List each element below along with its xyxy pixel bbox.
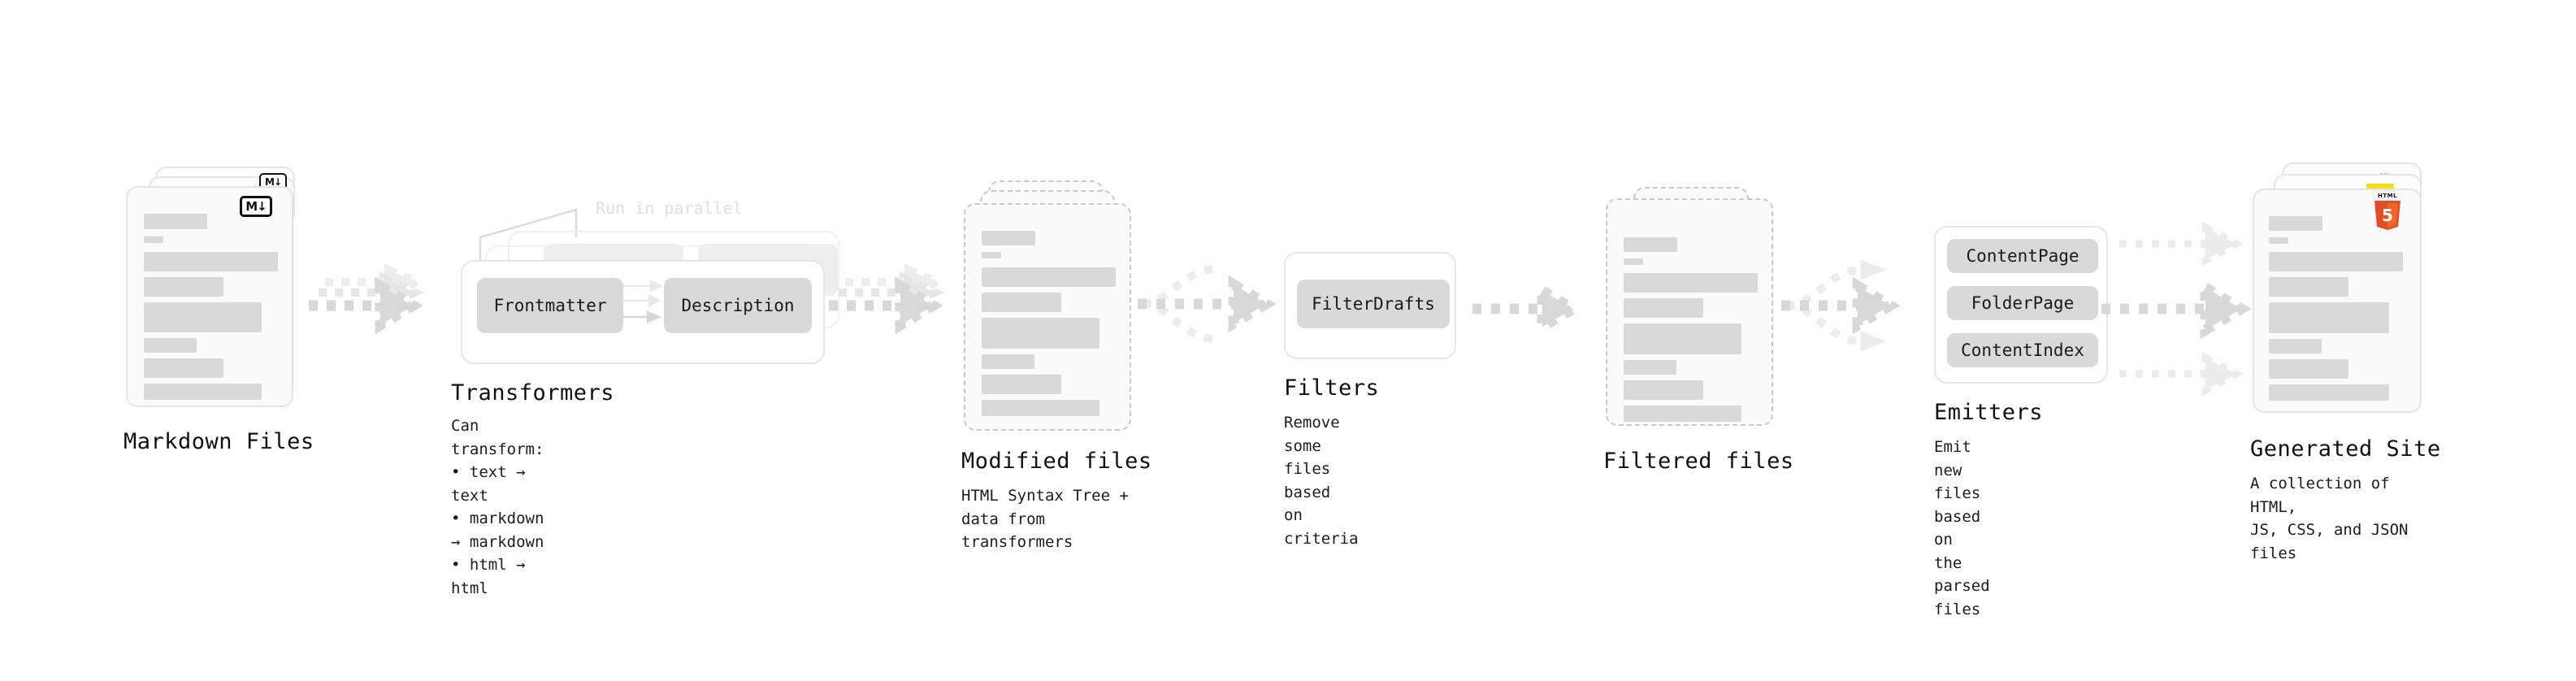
arrow-transformers-to-modified	[829, 263, 948, 335]
content-bar	[2269, 384, 2389, 401]
content-bar	[144, 277, 223, 297]
label-generated-site: Generated Site	[2250, 436, 2441, 462]
stage-filtered-files: Filtered files	[1603, 187, 1793, 474]
chip-contentindex[interactable]: ContentIndex	[1947, 333, 2098, 367]
chip-filterdrafts[interactable]: FilterDrafts	[1297, 280, 1450, 328]
label-run-in-parallel: Run in parallel	[596, 198, 743, 218]
content-bar	[982, 231, 1035, 245]
content-bar	[1624, 406, 1741, 422]
arrow-markdown-to-transformers	[309, 263, 428, 335]
content-bar	[1624, 237, 1677, 252]
html5-wordmark: HTML	[2377, 193, 2398, 199]
markdown-card-front	[126, 186, 293, 407]
content-bar	[982, 354, 1034, 369]
content-bar	[144, 252, 278, 271]
content-bar	[1624, 360, 1676, 375]
desc-filters: Remove some files based on criteria	[1284, 414, 1359, 548]
content-bar	[1624, 273, 1758, 293]
svg-text:5: 5	[2382, 206, 2393, 225]
modified-card-front	[964, 203, 1131, 431]
arrow-filtered-to-emitters	[1781, 260, 1901, 351]
content-bar	[1624, 258, 1643, 265]
content-bar	[982, 267, 1116, 287]
content-bar	[982, 252, 1001, 258]
desc-emitters: Emit new files based on the parsed files	[1934, 438, 1990, 618]
content-bar	[982, 400, 1099, 416]
label-emitters: Emitters	[1934, 400, 2044, 425]
arrow-emitters-to-site	[2101, 221, 2252, 397]
arrow-modified-to-filters	[1138, 264, 1277, 344]
content-bar	[982, 375, 1061, 394]
html5-shield: 5	[2374, 201, 2400, 230]
content-bar	[144, 302, 262, 332]
chip-contentpage[interactable]: ContentPage	[1947, 239, 2098, 273]
content-bar	[2269, 339, 2322, 354]
content-bar	[144, 338, 197, 353]
content-bar	[2269, 252, 2403, 271]
filters-box: FilterDrafts	[1284, 252, 1456, 359]
desc-generated-site: A collection of HTML, JS, CSS, and JSON …	[2250, 475, 2409, 562]
chip-frontmatter[interactable]: Frontmatter	[477, 278, 623, 333]
label-filtered-files: Filtered files	[1603, 449, 1794, 474]
markdown-logo-icon: M↓	[240, 196, 272, 217]
stage-markdown-files: M↓ M↓ M↓ Markdown Files	[124, 167, 314, 454]
content-bar	[1624, 298, 1703, 318]
content-bar	[1624, 380, 1703, 400]
content-bar	[2269, 237, 2288, 244]
markdown-file-stack: M↓ M↓ M↓	[126, 167, 305, 427]
html5-logo-icon: HTML 5	[2371, 193, 2404, 232]
content-bar	[982, 318, 1099, 349]
chip-description[interactable]: Description	[664, 278, 812, 333]
content-bar	[144, 214, 207, 229]
content-bar	[144, 384, 262, 400]
emitters-box: ContentPage FolderPage ContentIndex	[1934, 226, 2108, 384]
modified-file-stack	[964, 180, 1134, 440]
label-markdown-files: Markdown Files	[124, 429, 314, 454]
content-bar	[2269, 277, 2348, 297]
filtered-file-stack	[1606, 187, 1776, 447]
desc-transformers: Can transform: • text → text • markdown …	[451, 417, 544, 597]
content-bar	[2269, 359, 2348, 379]
stage-generated-site: CSS HTML	[2250, 163, 2440, 562]
stage-modified-files: Modified files HTML Syntax Tree + data f…	[961, 180, 1151, 551]
arrow-filters-to-filtered	[1472, 281, 1584, 336]
transformer-box-front: Frontmatter Description	[461, 260, 825, 364]
label-filters: Filters	[1284, 375, 1380, 401]
desc-modified-files: HTML Syntax Tree + data from transformer…	[961, 487, 1129, 551]
content-bar	[2269, 216, 2322, 231]
label-modified-files: Modified files	[961, 449, 1152, 474]
content-bar	[2269, 302, 2389, 333]
content-bar	[144, 236, 163, 243]
site-file-stack: CSS HTML	[2253, 163, 2431, 431]
run-in-parallel-bracket	[479, 208, 578, 275]
content-bar	[144, 358, 223, 378]
filtered-card-front	[1606, 198, 1773, 426]
chip-folderpage[interactable]: FolderPage	[1947, 286, 2098, 320]
label-transformers: Transformers	[451, 380, 615, 406]
content-bar	[982, 293, 1061, 312]
content-bar	[1624, 323, 1741, 354]
